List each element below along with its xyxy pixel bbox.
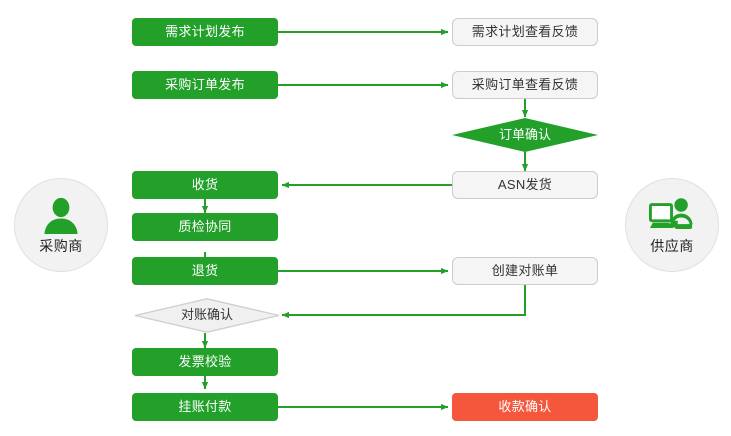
node-label: 收款确认	[498, 398, 552, 414]
node-label: 质检协同	[178, 218, 232, 234]
node-return-goods[interactable]: 退货	[132, 257, 278, 285]
edge-statement-to-confirm	[281, 285, 526, 319]
node-label: 收货	[191, 176, 219, 192]
node-create-statement[interactable]: 创建对账单	[452, 257, 598, 285]
node-label: 创建对账单	[491, 262, 559, 278]
node-label: ASN发货	[497, 176, 553, 192]
role-buyer[interactable]: 采购商	[14, 178, 108, 272]
node-receiving[interactable]: 收货	[132, 171, 278, 199]
node-payment-posting[interactable]: 挂账付款	[132, 393, 278, 421]
node-demand-plan-feedback[interactable]: 需求计划查看反馈	[452, 18, 598, 46]
node-label: 退货	[191, 262, 219, 278]
node-label: 对账确认	[180, 307, 233, 323]
node-label: 采购订单查看反馈	[471, 76, 579, 92]
role-supplier[interactable]: 供应商	[625, 178, 719, 272]
node-invoice-check[interactable]: 发票校验	[132, 348, 278, 376]
node-label: 发票校验	[178, 353, 232, 369]
role-buyer-label: 采购商	[39, 237, 83, 254]
node-label: 采购订单发布	[165, 76, 245, 92]
node-label: 挂账付款	[178, 398, 232, 414]
node-quality-collab[interactable]: 质检协同	[132, 213, 278, 241]
role-supplier-label: 供应商	[650, 237, 694, 254]
node-label: 订单确认	[498, 126, 551, 142]
node-po-feedback[interactable]: 采购订单查看反馈	[452, 71, 598, 99]
node-order-confirm[interactable]: 订单确认	[452, 118, 598, 152]
person-icon	[38, 195, 84, 235]
node-asn-shipment[interactable]: ASN发货	[452, 171, 598, 199]
node-label: 需求计划发布	[165, 23, 245, 39]
diamond-shape-green	[452, 118, 598, 152]
node-statement-confirm[interactable]: 对账确认	[134, 298, 280, 333]
node-demand-plan-publish[interactable]: 需求计划发布	[132, 18, 278, 46]
node-po-publish[interactable]: 采购订单发布	[132, 71, 278, 99]
diamond-shape-plain	[134, 298, 280, 333]
node-receipt-confirm[interactable]: 收款确认	[452, 393, 598, 421]
person-at-computer-icon	[649, 195, 695, 235]
node-label: 需求计划查看反馈	[471, 23, 579, 39]
